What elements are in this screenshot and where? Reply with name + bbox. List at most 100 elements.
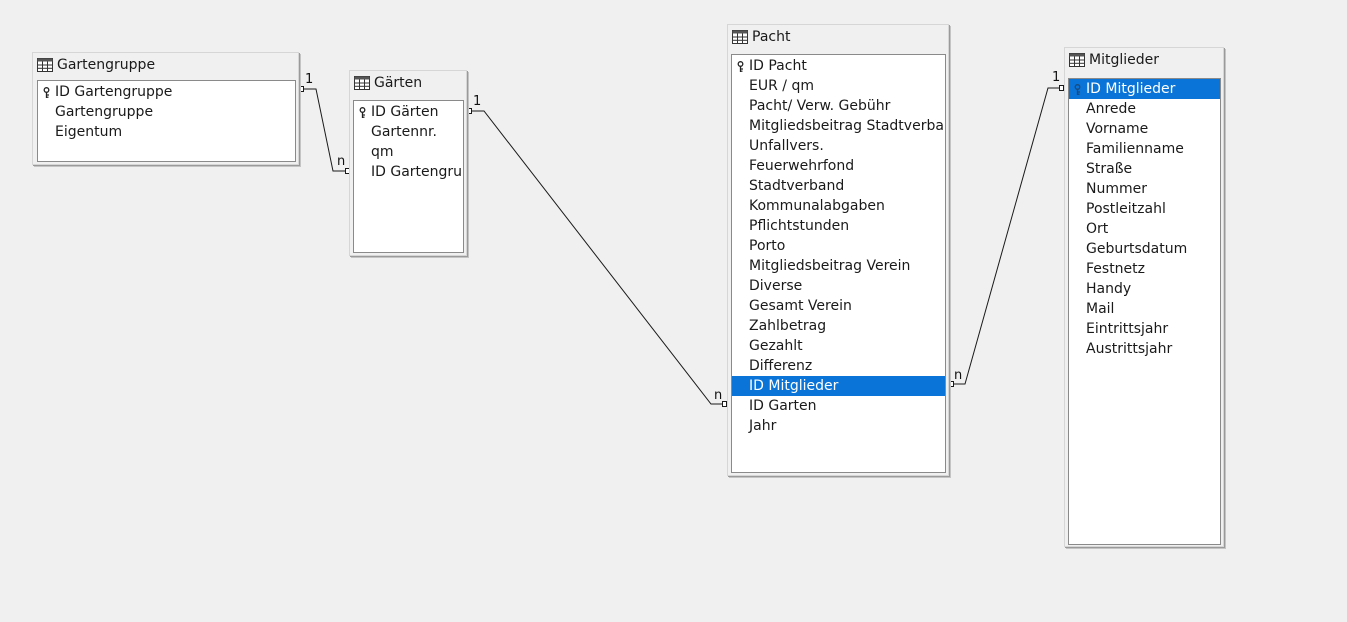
field-item[interactable]: Straße: [1069, 159, 1220, 179]
cardinality-label: n: [337, 154, 346, 169]
field-item[interactable]: Austrittsjahr: [1069, 339, 1220, 359]
field-item[interactable]: EUR / qm: [732, 76, 945, 96]
field-item[interactable]: Porto: [732, 236, 945, 256]
relation-connector: [1059, 85, 1064, 91]
field-label: Gesamt Verein: [749, 298, 852, 314]
field-item[interactable]: ID Mitglieder: [1069, 79, 1220, 99]
field-item[interactable]: Stadtverband: [732, 176, 945, 196]
field-label: Gartennr.: [371, 124, 437, 140]
field-item[interactable]: Gartennr.: [354, 122, 463, 142]
relation-connector: [467, 108, 472, 114]
field-label: Mail: [1086, 301, 1115, 317]
key-icon: [358, 105, 367, 118]
field-item[interactable]: ID Gartengruppe: [38, 82, 295, 102]
cardinality-label: n: [954, 368, 963, 383]
field-label: Pflichtstunden: [749, 218, 850, 234]
field-item[interactable]: Handy: [1069, 279, 1220, 299]
field-label: Differenz: [749, 358, 813, 374]
table-name: Gartengruppe: [57, 57, 156, 73]
field-label: Geburtsdatum: [1086, 241, 1188, 257]
field-item[interactable]: Mitgliedsbeitrag Verein: [732, 256, 945, 276]
key-icon: [736, 59, 745, 72]
cardinality-label: 1: [1052, 70, 1061, 85]
table-grid-icon: [37, 58, 53, 72]
field-item[interactable]: Gesamt Verein: [732, 296, 945, 316]
field-item[interactable]: Differenz: [732, 356, 945, 376]
field-item[interactable]: Eintrittsjahr: [1069, 319, 1220, 339]
field-item[interactable]: Vorname: [1069, 119, 1220, 139]
field-label: Handy: [1086, 281, 1132, 297]
table-name: Mitglieder: [1089, 52, 1159, 68]
field-item[interactable]: Geburtsdatum: [1069, 239, 1220, 259]
table-title-bar[interactable]: Gartengruppe: [35, 55, 296, 75]
field-label: Mitgliedsbeitrag Stadtverband: [749, 118, 946, 134]
field-label: Mitgliedsbeitrag Verein: [749, 258, 911, 274]
relation-line-gartengruppe-gaerten[interactable]: [303, 88, 346, 172]
field-item[interactable]: Mail: [1069, 299, 1220, 319]
field-item[interactable]: Postleitzahl: [1069, 199, 1220, 219]
field-item[interactable]: Gezahlt: [732, 336, 945, 356]
field-item[interactable]: Anrede: [1069, 99, 1220, 119]
field-item[interactable]: ID Gartengrup: [354, 162, 463, 182]
field-label: EUR / qm: [749, 78, 814, 94]
field-item[interactable]: Nummer: [1069, 179, 1220, 199]
field-item[interactable]: ID Gärten: [354, 102, 463, 122]
field-label: Diverse: [749, 278, 803, 294]
relation-line-gaerten-pacht[interactable]: [471, 110, 723, 405]
key-icon: [1073, 82, 1082, 95]
field-item[interactable]: Familienname: [1069, 139, 1220, 159]
field-label: Austrittsjahr: [1086, 341, 1173, 357]
field-label: ID Garten: [749, 398, 817, 414]
field-item[interactable]: ID Mitglieder: [732, 376, 945, 396]
field-label: Familienname: [1086, 141, 1184, 157]
field-item[interactable]: Festnetz: [1069, 259, 1220, 279]
field-item[interactable]: Diverse: [732, 276, 945, 296]
field-item[interactable]: qm: [354, 142, 463, 162]
field-item[interactable]: Ort: [1069, 219, 1220, 239]
field-item[interactable]: Jahr: [732, 416, 945, 436]
table-grid-icon: [732, 30, 748, 44]
field-label: Unfallvers.: [749, 138, 824, 154]
field-label: Straße: [1086, 161, 1133, 177]
cardinality-label: 1: [305, 72, 314, 87]
table-grid-icon: [354, 76, 370, 90]
field-label: Zahlbetrag: [749, 318, 827, 334]
field-label: Feuerwehrfond: [749, 158, 855, 174]
field-label: ID Gartengruppe: [55, 84, 173, 100]
field-label: ID Gartengrup: [371, 164, 464, 180]
field-item[interactable]: Unfallvers.: [732, 136, 945, 156]
field-item[interactable]: ID Pacht: [732, 56, 945, 76]
table-name: Pacht: [752, 29, 791, 45]
field-item[interactable]: Gartengruppe: [38, 102, 295, 122]
field-label: Gartengruppe: [55, 104, 154, 120]
relation-line-mitglieder-pacht[interactable]: [953, 87, 1060, 385]
field-label: Ort: [1086, 221, 1109, 237]
table-title-bar[interactable]: Pacht: [730, 27, 946, 47]
table-title-bar[interactable]: Gärten: [352, 73, 464, 93]
field-label: Eintrittsjahr: [1086, 321, 1169, 337]
field-item[interactable]: Feuerwehrfond: [732, 156, 945, 176]
field-label: Jahr: [749, 418, 777, 434]
field-label: ID Mitglieder: [749, 378, 839, 394]
field-item[interactable]: Zahlbetrag: [732, 316, 945, 336]
table-name: Gärten: [374, 75, 423, 91]
field-label: Eigentum: [55, 124, 123, 140]
table-title-bar[interactable]: Mitglieder: [1067, 50, 1221, 70]
field-item[interactable]: Mitgliedsbeitrag Stadtverband: [732, 116, 945, 136]
field-label: ID Mitglieder: [1086, 81, 1176, 97]
field-item[interactable]: Eigentum: [38, 122, 295, 142]
cardinality-label: 1: [473, 94, 482, 109]
field-item[interactable]: Pflichtstunden: [732, 216, 945, 236]
key-icon: [42, 85, 51, 98]
field-item[interactable]: ID Garten: [732, 396, 945, 416]
field-item[interactable]: Pacht/ Verw. Gebühr: [732, 96, 945, 116]
field-item[interactable]: Kommunalabgaben: [732, 196, 945, 216]
